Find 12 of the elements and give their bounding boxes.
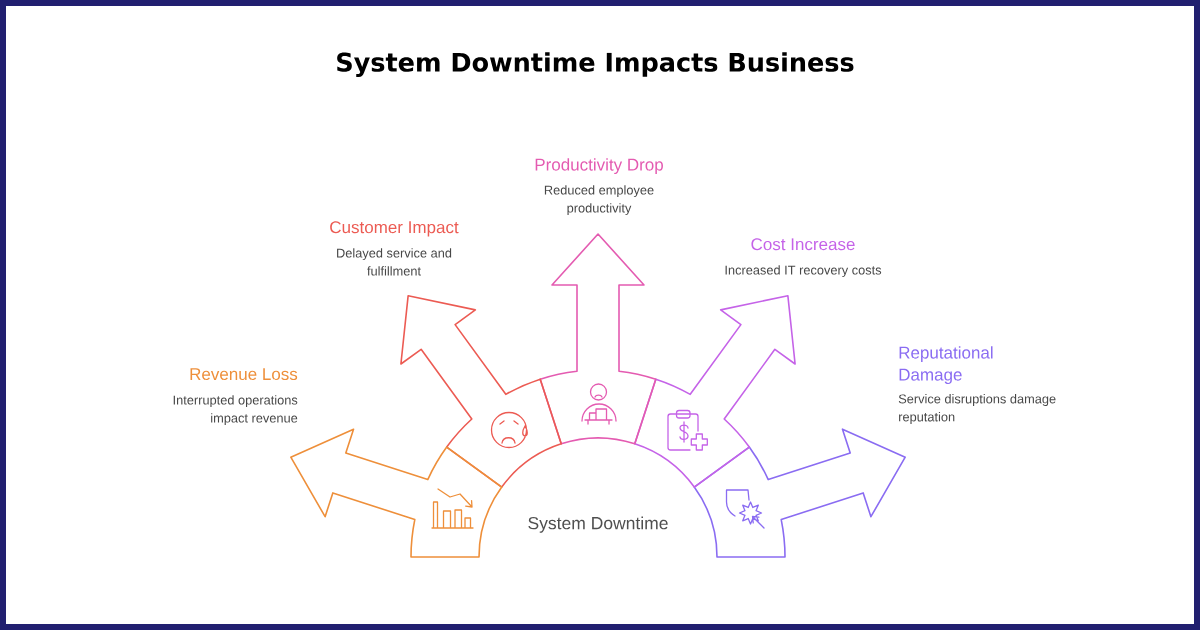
- topic-label: Customer Impact Delayed service and fulfillment: [330, 221, 459, 276]
- block-arrow: [400, 294, 563, 488]
- topic-label: Revenue Loss Interrupted operations impact revenue: [173, 368, 298, 426]
- block-arrow: [634, 294, 796, 488]
- title: System Downtime Impacts Business: [337, 52, 854, 77]
- hub-label: System Downtime: [528, 516, 668, 533]
- block-arrow: [539, 233, 657, 445]
- block-arrow: [290, 428, 503, 558]
- topic-label: Productivity Drop Reduced employee productivity: [535, 158, 663, 216]
- topic-label: Cost Increase Increased IT recovery costs: [725, 238, 882, 278]
- topic-label: Reputational Damage Service disruptions damage reputation: [898, 346, 1056, 424]
- block-arrow: [693, 428, 906, 558]
